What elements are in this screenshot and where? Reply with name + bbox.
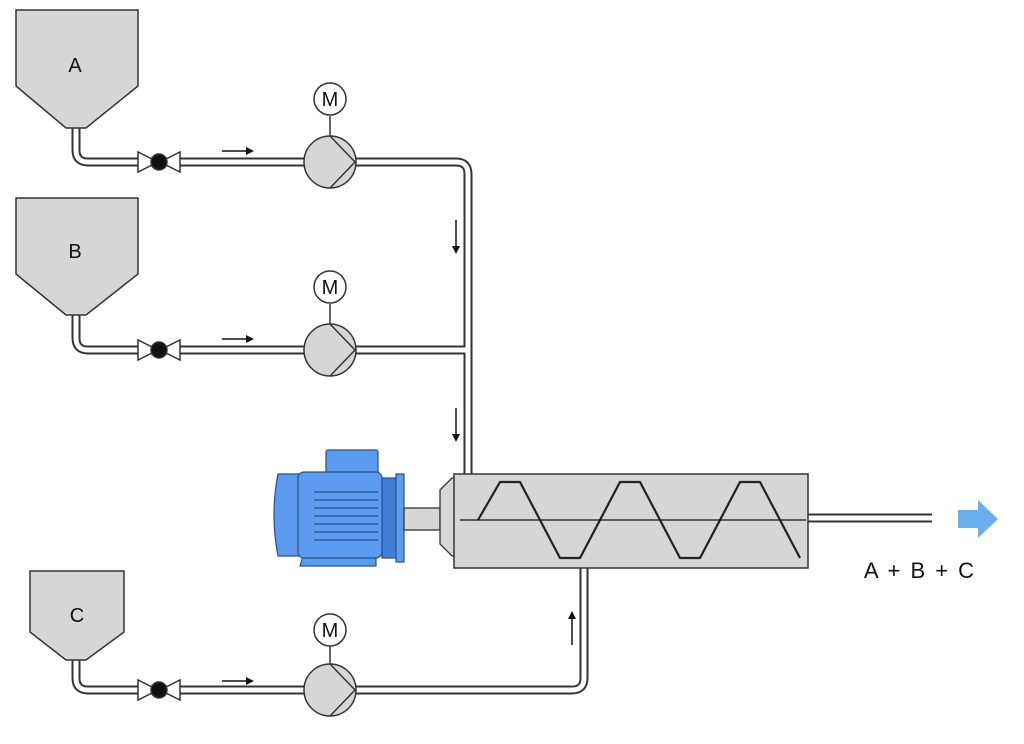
pump-a: M <box>303 82 357 189</box>
electric-motor <box>273 449 405 567</box>
flow-arrows <box>222 147 576 685</box>
valve-a <box>137 150 181 174</box>
motor-label: M <box>322 89 339 111</box>
output-arrow-icon <box>958 500 998 538</box>
valve-b <box>137 338 181 362</box>
tank-label: B <box>68 241 81 263</box>
tank-label: A <box>68 55 82 77</box>
coupling <box>403 477 457 557</box>
valve-icon <box>137 678 181 702</box>
pump-icon <box>303 323 357 377</box>
hopper-tank <box>15 197 139 316</box>
motor-label: M <box>322 620 339 642</box>
hopper-tank <box>29 570 125 661</box>
motor-icon: M <box>313 613 347 647</box>
tank-c: C <box>29 570 125 661</box>
tank-label: C <box>70 605 84 627</box>
output: A + B + C <box>864 500 998 583</box>
motor-label: M <box>322 277 339 299</box>
hopper-tank <box>15 9 139 129</box>
valve-icon <box>137 150 181 174</box>
output-label: A + B + C <box>864 558 976 583</box>
motor-icon: M <box>313 82 347 116</box>
screw-mixer <box>453 473 809 569</box>
motor-icon: M <box>313 270 347 304</box>
pipe-network <box>71 126 932 695</box>
pump-icon <box>303 663 357 717</box>
tank-a: A <box>15 9 139 129</box>
screw-flight <box>477 480 801 560</box>
tank-b: B <box>15 197 139 316</box>
pump-icon <box>303 135 357 189</box>
valve-icon <box>137 338 181 362</box>
pump-b: M <box>303 270 357 377</box>
valve-c <box>137 678 181 702</box>
pump-c: M <box>303 613 357 717</box>
